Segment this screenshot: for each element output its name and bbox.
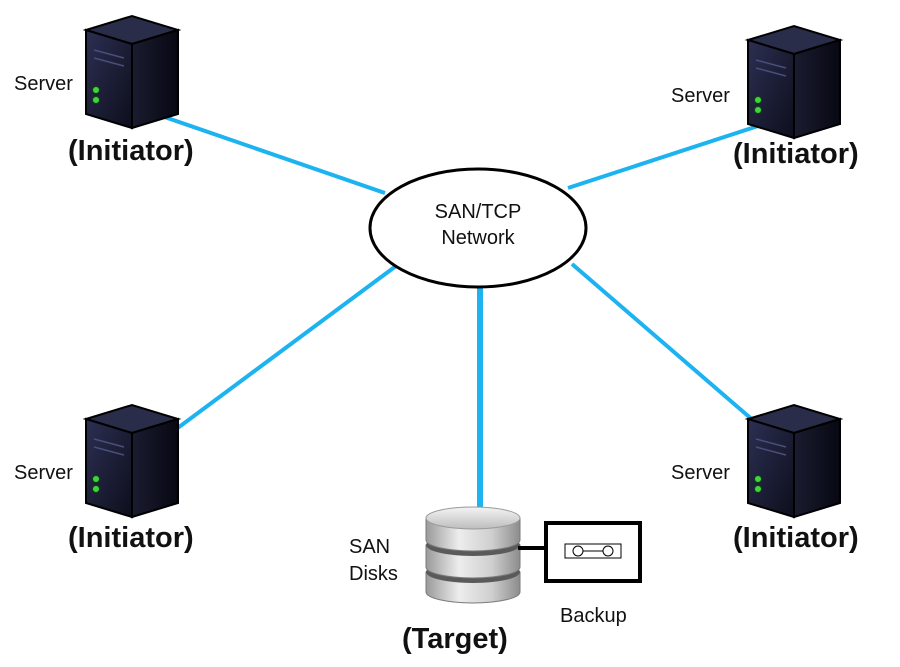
links bbox=[149, 110, 764, 508]
tape-box bbox=[544, 521, 642, 583]
server-role: (Initiator) bbox=[733, 522, 859, 554]
server-bottom-right: Server (Initiator) bbox=[671, 404, 859, 554]
server-label: Server bbox=[14, 462, 73, 484]
server-icon bbox=[85, 15, 179, 129]
server-label: Server bbox=[671, 462, 730, 484]
server-icon bbox=[747, 404, 841, 518]
link-top-right bbox=[567, 124, 759, 190]
network-label-line1: SAN/TCP bbox=[435, 201, 522, 223]
network-ellipse bbox=[368, 167, 588, 289]
network-label-line2: Network bbox=[441, 227, 515, 249]
link-top-left bbox=[149, 110, 386, 195]
server-bottom-left: Server (Initiator) bbox=[14, 404, 194, 554]
server-role: (Initiator) bbox=[733, 138, 859, 170]
server-label: Server bbox=[671, 85, 730, 107]
san-disks-target: SAN Disks (Target) bbox=[349, 506, 521, 655]
link-bottom-left bbox=[173, 264, 398, 432]
server-role: (Initiator) bbox=[68, 522, 194, 554]
disk-stack-icon bbox=[425, 506, 521, 604]
network-node: SAN/TCP Network bbox=[368, 167, 588, 289]
server-role: (Initiator) bbox=[68, 135, 194, 167]
target-label-line1: SAN bbox=[349, 536, 390, 558]
backup-label: Backup bbox=[560, 605, 627, 627]
target-role: (Target) bbox=[402, 623, 508, 655]
server-top-left: Server (Initiator) bbox=[14, 15, 194, 167]
tape-icon bbox=[564, 543, 622, 559]
backup-device: Backup bbox=[518, 521, 642, 627]
server-top-right: Server (Initiator) bbox=[671, 25, 859, 170]
server-icon bbox=[747, 25, 841, 139]
server-label: Server bbox=[14, 73, 73, 95]
server-icon bbox=[85, 404, 179, 518]
target-label-line2: Disks bbox=[349, 563, 398, 585]
link-bottom-right bbox=[570, 262, 764, 430]
